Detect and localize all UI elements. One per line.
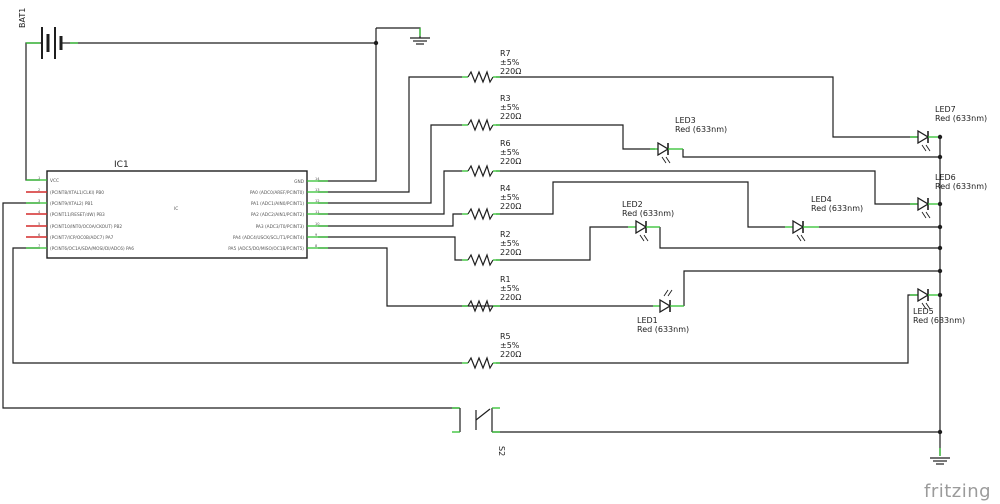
junction-dots [373,40,943,435]
resistor-tolerance: ±5% [500,284,520,293]
led-color: Red (633nm) [637,325,689,334]
led-ref: LED6 [935,173,956,182]
ic-ref-label: IC1 [114,160,129,170]
led-color: Red (633nm) [675,125,727,134]
led-color: Red (633nm) [811,204,863,213]
ic-pin-number: 13 [315,188,320,192]
led-ref: LED5 [913,307,934,316]
ic-pin-label: GND [294,179,305,185]
resistor-value: 220Ω [500,202,521,211]
ic-pin-label: PA1 (ADC1/AIN0/PCINT1) [251,201,304,207]
resistor-ref: R1 [500,275,511,284]
resistor-ref: R4 [500,184,511,193]
resistor-r6: R6 ±5% 220Ω [462,139,521,178]
resistor-tolerance: ±5% [500,103,520,112]
resistor-tolerance: ±5% [500,58,520,67]
led-color: Red (633nm) [913,316,965,325]
led-led6: LED6 Red (633nm) [910,173,987,219]
ic1-chip: IC1 IC VCC (PCINT8/XTAL1/CLKI) PB0 (PCIN… [26,160,328,259]
ic-pin-number: 1 [38,176,40,180]
switch-s2: S2 [452,407,506,456]
resistor-tolerance: ±5% [500,193,520,202]
led-ref: LED2 [622,200,643,209]
ic-pin-label: (PCINT8/XTAL1/CLKI) PB0 [50,190,104,196]
led-ref: LED3 [675,116,696,125]
resistor-ref: R7 [500,49,511,58]
resistor-tolerance: ±5% [500,148,520,157]
ic-pin-number: 6 [38,233,41,237]
ic-pin-label: (PCINT6/OC1A/SDA/MOSI/DI/ADC6) PA6 [50,246,134,252]
ic-pin-number: 4 [38,210,41,214]
led-led7: LED7 Red (633nm) [910,105,987,152]
led-color: Red (633nm) [935,182,987,191]
ic-pin-label: (PCINT9/XTAL2) PB1 [50,201,93,207]
resistor-value: 220Ω [500,67,521,76]
resistor-value: 220Ω [500,112,521,121]
resistor-ref: R3 [500,94,511,103]
ic-pin-number: 12 [315,199,320,203]
ic-right-pins: GND PA0 (ADC0/AREF/PCINT0) PA1 (ADC1/AIN… [228,177,328,252]
ground-symbol-top [410,28,430,45]
ic-pin-label: PA3 (ADC3/T0/PCINT3) [256,224,305,230]
ic-left-pins: VCC (PCINT8/XTAL1/CLKI) PB0 (PCINT9/XTAL… [26,176,134,252]
resistor-value: 220Ω [500,350,521,359]
resistor-value: 220Ω [500,157,521,166]
resistor-r5: R5 ±5% 220Ω [462,332,521,370]
ground-symbol-bottom [930,448,950,465]
resistor-r3: R3 ±5% 220Ω [462,94,521,132]
resistor-r2: R2 ±5% 220Ω [462,230,521,267]
led-ref: LED1 [637,316,658,325]
ic-pin-number: 11 [315,210,320,214]
ic-pin-label: PA4 (ADC4/USCK/SCL/T1/PCINT4) [233,235,304,241]
resistor-r1: R1 ±5% 220Ω [462,275,521,313]
resistor-r4: R4 ±5% 220Ω [462,184,521,221]
ic-pin-label: (PCINT11/RESET/dW) PB3 [50,212,105,218]
led-led2: LED2 Red (633nm) [622,200,674,242]
led-color: Red (633nm) [935,114,987,123]
switch-label: S2 [497,446,506,456]
led-color: Red (633nm) [622,209,674,218]
ic-pin-number: 5 [38,222,40,226]
resistor-r7: R7 ±5% 220Ω [462,49,521,84]
ic-body-label: IC [174,206,178,212]
fritzing-logo-text: fritzing [924,481,991,502]
ic-pin-label: VCC [50,178,59,184]
ic-pin-label: PA2 (ADC2/AIN1/PCINT2) [251,212,304,218]
ic-pin-number: 14 [315,177,320,181]
resistor-value: 220Ω [500,293,521,302]
led-ref: LED4 [811,195,832,204]
led-led3: LED3 Red (633nm) [650,116,727,164]
ic-pin-number: 2 [38,188,40,192]
led-led1: LED1 Red (633nm) [637,289,689,334]
led-led5: LED5 Red (633nm) [910,287,965,325]
resistor-ref: R2 [500,230,511,239]
ic-pin-label: (PCINT10/INT0/OC0A/CKOUT) PB2 [50,224,122,230]
ic-pin-label: PA0 (ADC0/AREF/PCINT0) [250,190,304,196]
battery-bat1: BAT1 [18,8,78,59]
resistor-value: 220Ω [500,248,521,257]
ic-pin-label: PA5 (ADC5/DO/MISO/OC1B/PCINT5) [228,246,304,252]
resistor-ref: R5 [500,332,511,341]
ic-pin-number: 7 [38,244,40,248]
resistor-tolerance: ±5% [500,239,520,248]
ic-pin-number: 10 [315,222,320,226]
ic-pin-label: (PCINT7/ICP/OC0B/ADC7) PA7 [50,235,114,241]
resistor-tolerance: ±5% [500,341,520,350]
resistor-ref: R6 [500,139,511,148]
led-led4: LED4 Red (633nm) [785,195,863,242]
battery-label: BAT1 [18,8,27,28]
led-ref: LED7 [935,105,956,114]
ic-pin-number: 9 [315,233,318,237]
ic-pin-number: 8 [315,244,318,248]
ic-pin-number: 3 [38,199,40,203]
